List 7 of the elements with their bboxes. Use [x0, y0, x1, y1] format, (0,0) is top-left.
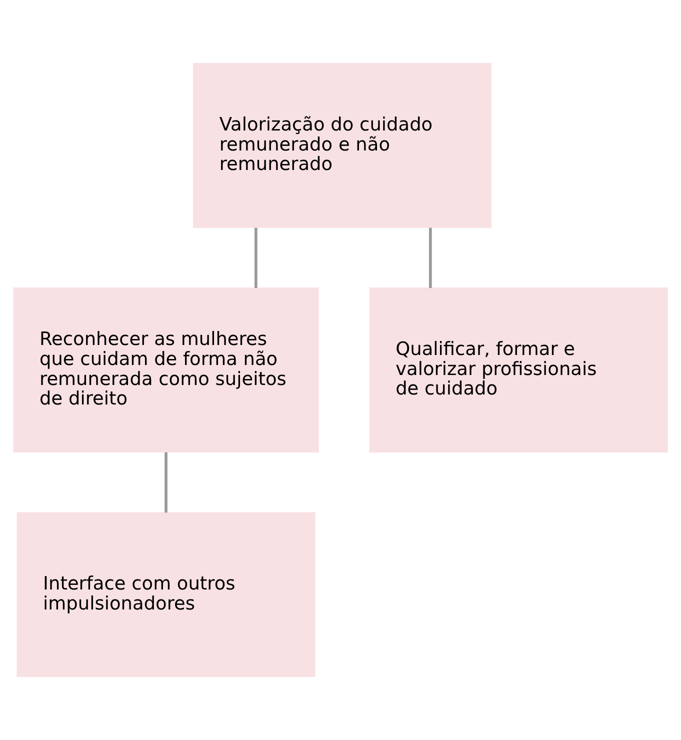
node-box: Interface com outros impulsionadores	[16, 512, 316, 678]
connector	[254, 228, 258, 288]
node-box: Valorização do cuidado remunerado e não remunerado	[193, 62, 492, 228]
connector	[164, 452, 168, 513]
node-box: Qualificar, formar e valorizar profissionais de cuidado	[369, 288, 668, 452]
connector	[428, 228, 432, 288]
node-box: Reconhecer as mulheres que cuidam de forma não remunerada como sujeitos de direito	[13, 288, 319, 452]
